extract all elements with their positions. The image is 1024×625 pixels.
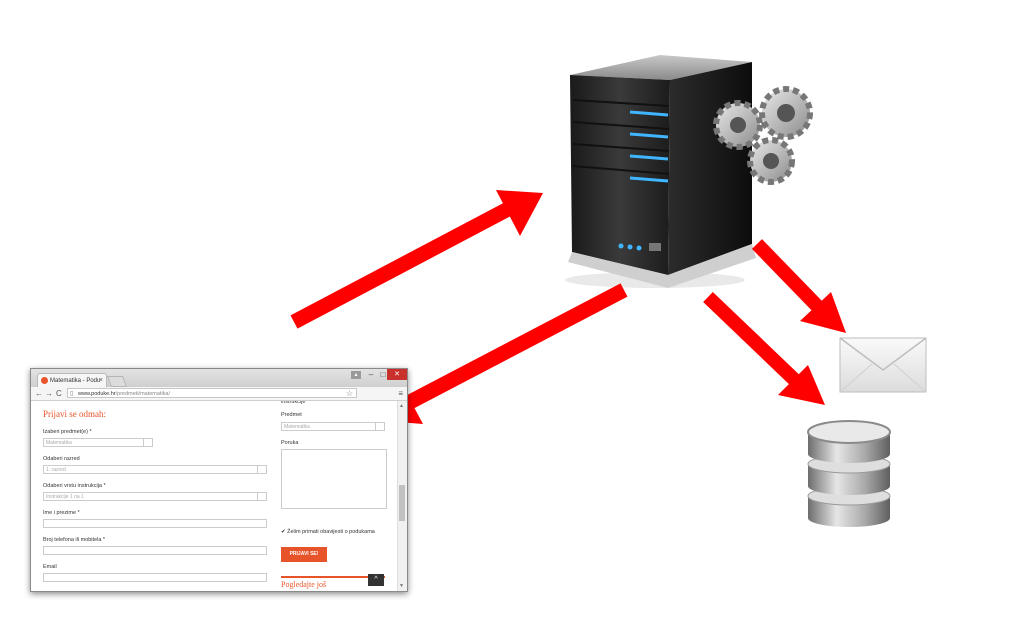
- server-icon: [565, 55, 813, 288]
- reload-button[interactable]: C: [56, 389, 62, 398]
- page-content: Prijavi se odmah: Izaberi predmet(e) * M…: [31, 401, 397, 591]
- user-icon[interactable]: ▴: [351, 371, 361, 379]
- newsletter-checkbox[interactable]: ✔ Želim primati obavijesti o podukama: [281, 529, 375, 535]
- instructions-label-cut: instrukcije: [281, 401, 306, 405]
- page-scrollbar[interactable]: ▲ ▼: [397, 401, 407, 591]
- scroll-up-icon[interactable]: ▲: [399, 403, 404, 409]
- address-bar[interactable]: ▯ www.poduke.hr/predmeti/matematika/ ☆: [67, 388, 357, 398]
- form-heading: Prijavi se odmah:: [43, 409, 106, 419]
- url-host: www.poduke.hr: [78, 391, 116, 397]
- tab-close-icon[interactable]: ×: [98, 377, 103, 384]
- arrow-server-to-database: [703, 291, 825, 405]
- subject-right-label: Predmet: [281, 412, 302, 418]
- page-icon: ▯: [70, 391, 74, 397]
- grade-select[interactable]: 1. razred: [43, 465, 267, 474]
- favicon-icon: [41, 377, 48, 384]
- message-label: Poruka: [281, 440, 299, 446]
- scroll-down-icon[interactable]: ▼: [399, 583, 404, 589]
- forward-button[interactable]: →: [45, 389, 53, 398]
- scrollbar-thumb[interactable]: [399, 485, 405, 521]
- menu-icon[interactable]: ≡: [398, 389, 403, 398]
- gears-icon: [713, 86, 813, 185]
- back-to-top-button[interactable]: ^: [368, 574, 384, 586]
- instruction-type-select[interactable]: Instrukcije 1 na 1: [43, 492, 267, 501]
- tab-title: Matematika - Podu: [50, 378, 101, 384]
- arrow-browser-to-server: [290, 190, 543, 329]
- email-input[interactable]: [43, 573, 267, 582]
- close-button[interactable]: ✕: [387, 369, 407, 380]
- phone-label: Broj telefona ili mobitela *: [43, 537, 106, 543]
- browser-window: Matematika - Podu × ▴ – □ ✕ ← → C ▯ www.…: [30, 368, 408, 592]
- phone-input[interactable]: [43, 546, 267, 555]
- submit-button[interactable]: PRIJAVI SE!: [281, 547, 327, 562]
- url-path: /predmeti/matematika/: [115, 391, 171, 397]
- see-more-heading: Pogledajte još: [281, 580, 327, 589]
- maximize-button[interactable]: □: [380, 370, 386, 379]
- name-input[interactable]: [43, 519, 267, 528]
- minimize-button[interactable]: –: [368, 370, 374, 379]
- browser-titlebar: Matematika - Podu × ▴ – □ ✕: [31, 369, 407, 387]
- grade-label: Odaberi razred: [43, 456, 80, 462]
- section-divider: [281, 576, 385, 578]
- arrow-server-to-browser: [374, 283, 628, 424]
- envelope-icon: [839, 337, 927, 393]
- subject-right-select[interactable]: Matematika: [281, 422, 385, 431]
- email-label: Email: [43, 564, 57, 570]
- browser-tab[interactable]: Matematika - Podu ×: [37, 373, 107, 387]
- instruction-type-label: Odaberi vrstu instrukcija *: [43, 483, 106, 489]
- name-label: Ime i prezime *: [43, 510, 80, 516]
- browser-toolbar: ← → C ▯ www.poduke.hr/predmeti/matematik…: [31, 387, 407, 401]
- subject-select[interactable]: Matematika: [43, 438, 153, 447]
- subject-label: Izaberi predmet(e) *: [43, 429, 92, 435]
- message-textarea[interactable]: [281, 449, 387, 509]
- back-button[interactable]: ←: [35, 389, 43, 398]
- new-tab-button[interactable]: [106, 376, 128, 387]
- bookmark-star-icon[interactable]: ☆: [345, 389, 353, 398]
- database-icon: [807, 420, 891, 527]
- arrow-server-to-email: [751, 239, 846, 333]
